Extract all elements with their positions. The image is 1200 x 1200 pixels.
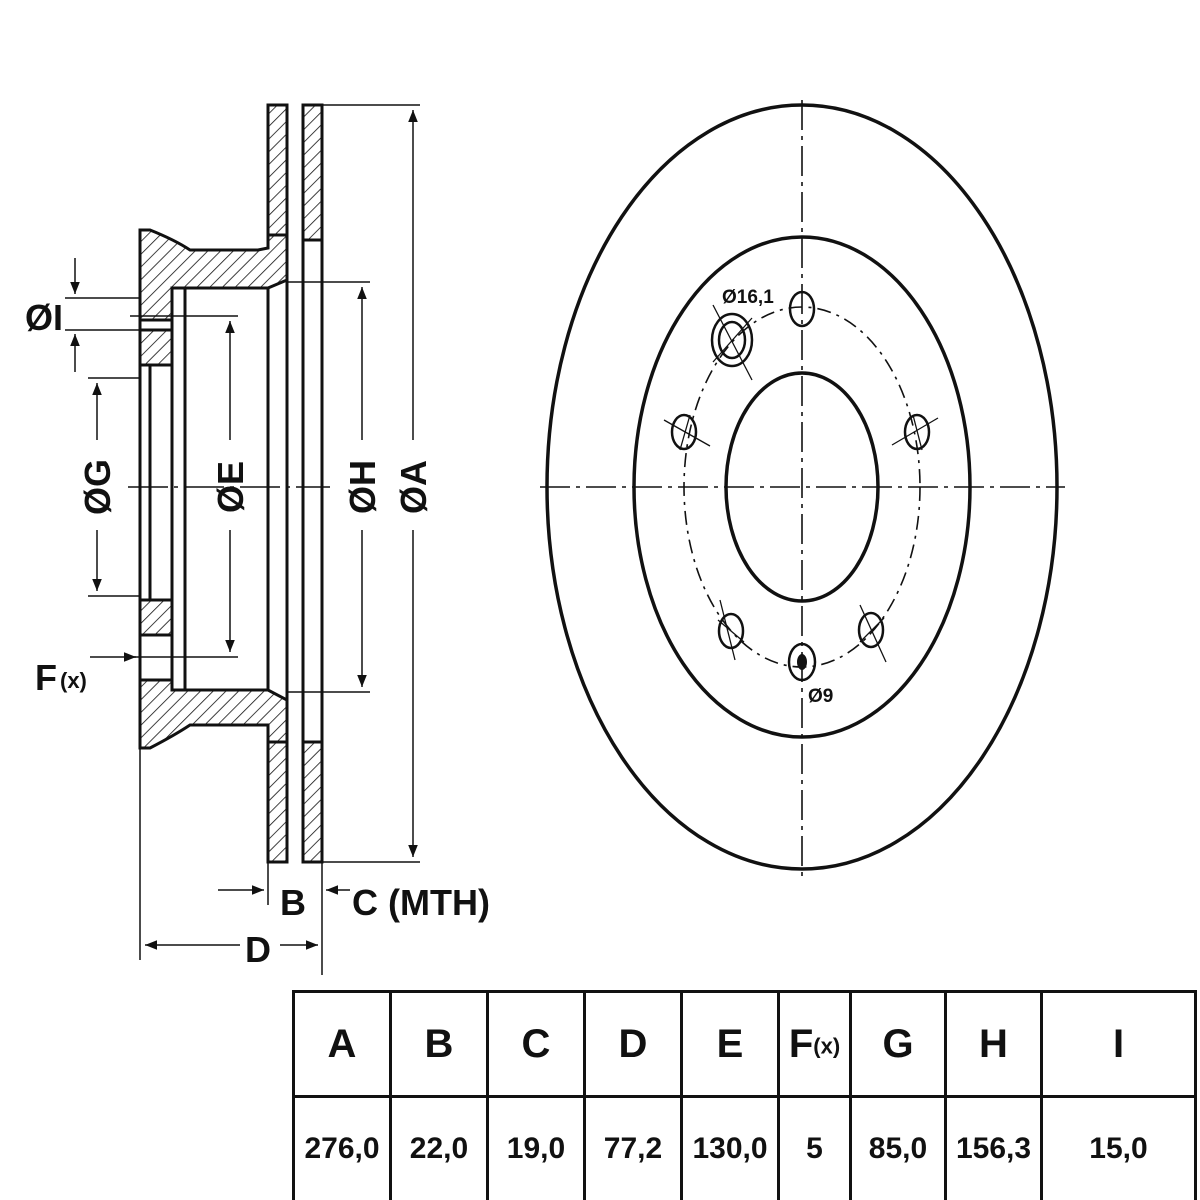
large-hole-outer — [710, 312, 754, 368]
value-e: 130,0 — [680, 1095, 780, 1200]
header-c: C — [486, 990, 586, 1098]
small-hole-diameter-label: Ø9 — [808, 686, 833, 707]
header-f-sub: (x) — [813, 1032, 841, 1058]
dimensions-table: A B C D E F(x) G H I 276,0 22,0 19,0 77,… — [292, 990, 1197, 1200]
header-f: F(x) — [777, 990, 852, 1098]
inner-plate-top — [266, 103, 289, 237]
front-view — [540, 100, 1065, 880]
dim-label-h: ØH — [342, 460, 383, 514]
value-i: 15,0 — [1040, 1095, 1197, 1200]
hub-flange-upper — [138, 328, 174, 367]
dim-label-e: ØE — [210, 461, 251, 513]
header-a: A — [292, 990, 392, 1098]
dim-label-f: F — [35, 657, 57, 698]
dim-label-b: B — [280, 882, 306, 923]
dim-label-f-sub: (x) — [60, 668, 87, 693]
header-d: D — [583, 990, 683, 1098]
bolt-hole — [788, 290, 816, 328]
dim-label-a: ØA — [393, 460, 434, 514]
table-value-row: 276,0 22,0 19,0 77,2 130,0 5 85,0 156,3 … — [292, 1095, 1197, 1200]
header-b: B — [389, 990, 489, 1098]
large-hole-diameter-label: Ø16,1 — [722, 287, 774, 308]
bolt-hole — [670, 413, 698, 451]
large-hole-inner — [717, 320, 747, 360]
locating-hole-dot — [797, 654, 807, 670]
bolt-hole — [903, 413, 931, 451]
bolt-hole — [857, 611, 885, 649]
outer-plate-top — [301, 103, 324, 242]
value-a: 276,0 — [292, 1095, 392, 1200]
header-g: G — [849, 990, 947, 1098]
table-header-row: A B C D E F(x) G H I — [292, 990, 1197, 1098]
value-h: 156,3 — [944, 1095, 1043, 1200]
inner-plate-bottom — [266, 740, 289, 864]
outer-plate-bottom — [301, 740, 324, 864]
value-c: 19,0 — [486, 1095, 586, 1200]
header-i: I — [1040, 990, 1197, 1098]
locating-hole — [787, 642, 817, 682]
dim-label-i: ØI — [25, 297, 63, 338]
value-g: 85,0 — [849, 1095, 947, 1200]
dim-label-g: ØG — [77, 459, 118, 515]
hub-top-section — [138, 228, 289, 322]
side-section-view — [65, 103, 420, 975]
hub-flange-lower — [138, 598, 174, 637]
side-view-labels: ØI ØG ØE ØH ØA F (x) B C (MTH) D — [25, 297, 490, 970]
value-d: 77,2 — [583, 1095, 683, 1200]
header-h: H — [944, 990, 1043, 1098]
header-e: E — [680, 990, 780, 1098]
dim-label-c: C (MTH) — [352, 882, 490, 923]
value-b: 22,0 — [389, 1095, 489, 1200]
header-f-letter: F — [788, 1021, 814, 1066]
bolt-hole — [717, 612, 745, 650]
value-f: 5 — [777, 1095, 852, 1200]
hub-bottom-section — [138, 678, 289, 750]
dim-label-d: D — [245, 929, 271, 970]
